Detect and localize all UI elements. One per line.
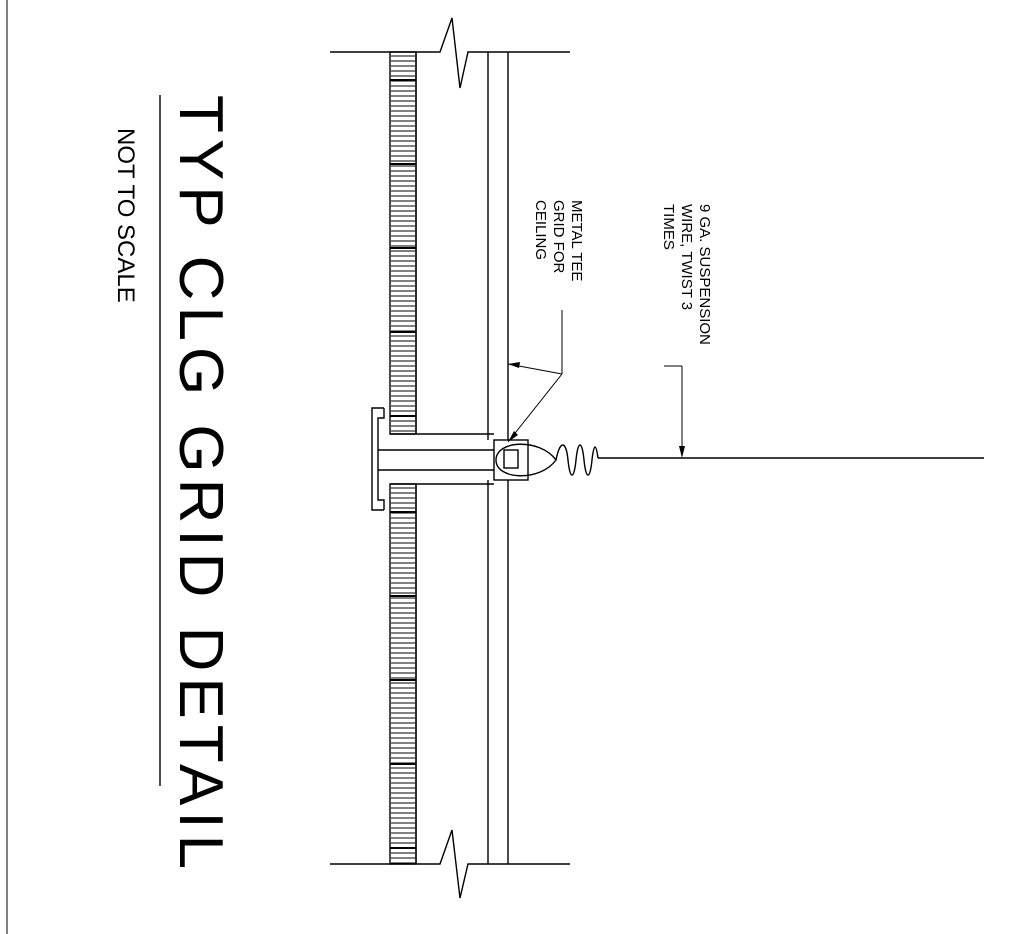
metal-tee-grid (371, 407, 529, 511)
tile-back-lines (415, 52, 509, 864)
tee-leader (507, 310, 563, 443)
tee-callout: METAL TEE GRID FOR CEILING (532, 200, 585, 281)
svg-text:9 GA. SUSPENSION: 9 GA. SUSPENSION (696, 204, 713, 345)
lower-ceiling-tile (389, 483, 417, 865)
svg-text:TIMES: TIMES (660, 204, 677, 250)
top-break-line (330, 17, 570, 89)
drawing-title: TYP CLG GRID DETAIL (166, 95, 235, 875)
suspension-callout: 9 GA. SUSPENSION WIRE, TWIST 3 TIMES (660, 204, 713, 345)
svg-text:METAL TEE: METAL TEE (568, 200, 585, 281)
svg-text:CEILING: CEILING (532, 200, 549, 260)
svg-text:WIRE, TWIST 3: WIRE, TWIST 3 (678, 204, 695, 310)
scale-note: NOT TO SCALE (112, 128, 139, 303)
suspension-leader (664, 365, 685, 458)
svg-text:GRID FOR: GRID FOR (550, 200, 567, 273)
upper-ceiling-tile (389, 51, 417, 435)
suspension-wire-loop (495, 443, 599, 477)
bottom-break-line (330, 829, 570, 899)
